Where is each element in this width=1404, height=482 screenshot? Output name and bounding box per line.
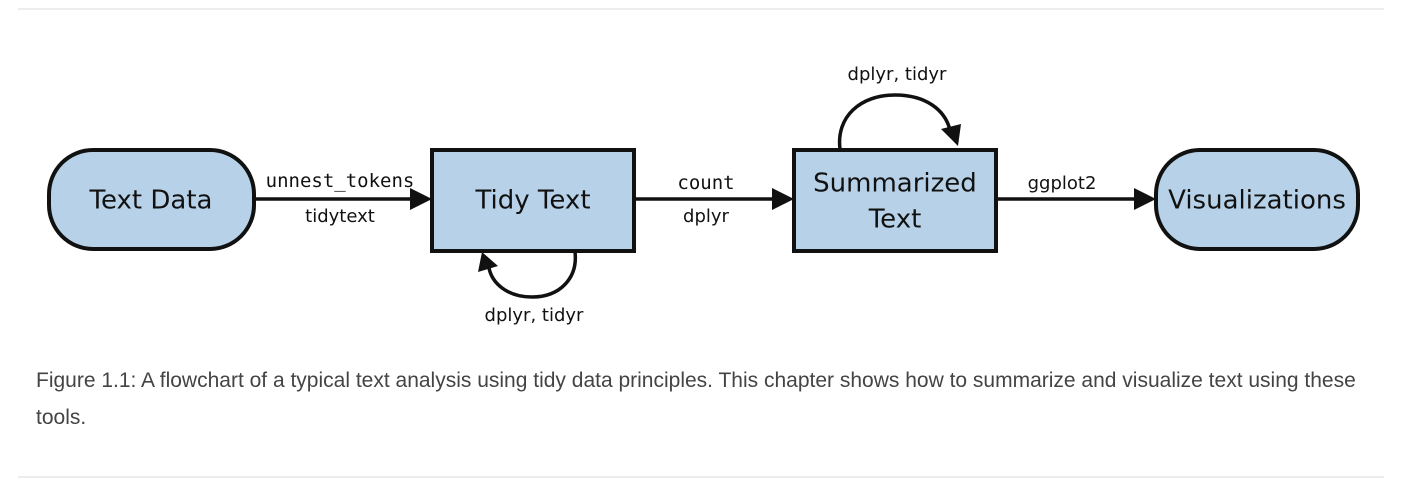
edge-label-unnest-tokens: unnest_tokens	[266, 170, 415, 192]
node-label: Summarized	[813, 169, 977, 199]
arrowhead-icon	[1134, 188, 1156, 210]
edge-label-count: count	[677, 172, 734, 194]
edge-summarized-text-to-visualizations: ggplot2	[996, 173, 1156, 210]
loop-label-summarized-text: dplyr, tidyr	[848, 64, 947, 85]
edge-tidy-text-to-summarized-text: count dplyr	[634, 172, 794, 227]
node-label: Text	[868, 205, 922, 235]
top-divider	[18, 8, 1384, 10]
flowchart: unnest_tokens tidytext count dplyr ggplo…	[47, 64, 1360, 326]
edge-label-tidytext: tidytext	[305, 206, 375, 227]
edge-label-ggplot2: ggplot2	[1028, 173, 1097, 194]
bottom-divider	[18, 476, 1384, 478]
edge-label-dplyr: dplyr	[683, 206, 730, 227]
node-label: Tidy Text	[474, 186, 590, 216]
loop-tidy-text: dplyr, tidyr	[478, 251, 584, 326]
node-label: Visualizations	[1168, 186, 1346, 216]
node-tidy-text: Tidy Text	[430, 148, 636, 253]
node-text-data: Text Data	[47, 148, 256, 251]
arrowhead-icon	[410, 188, 432, 210]
arrowhead-icon	[478, 252, 498, 272]
node-label: Text Data	[89, 186, 213, 216]
arrowhead-icon	[772, 188, 794, 210]
figure-caption: Figure 1.1: A flowchart of a typical tex…	[36, 369, 1356, 429]
arrowhead-icon	[941, 124, 961, 146]
loop-summarized-text: dplyr, tidyr	[837, 64, 961, 150]
node-visualizations: Visualizations	[1154, 148, 1360, 251]
edge-text-data-to-tidy-text: unnest_tokens tidytext	[254, 170, 432, 227]
node-summarized-text: Summarized Text	[792, 148, 998, 253]
loop-label-tidy-text: dplyr, tidyr	[485, 305, 584, 326]
